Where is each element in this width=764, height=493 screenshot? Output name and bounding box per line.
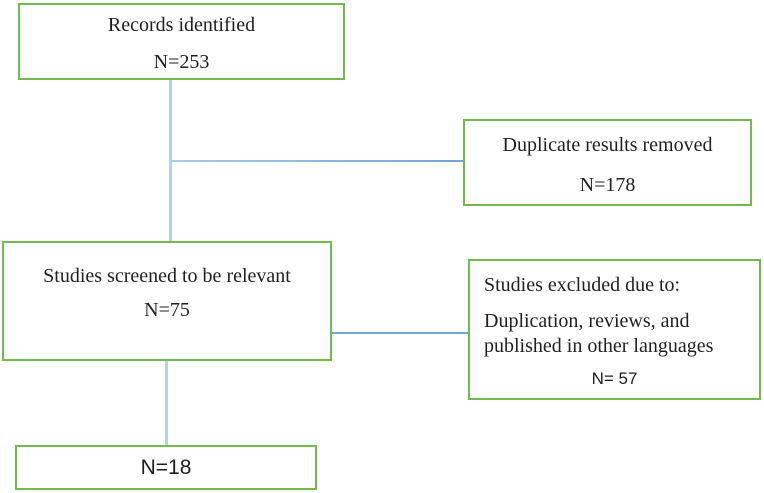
connector-records-to-screened — [169, 80, 172, 242]
duplicates-title: Duplicate results removed — [502, 134, 713, 156]
excluded-reason: Duplication, reviews, and published in o… — [484, 310, 714, 357]
excluded-count: N= 57 — [591, 369, 638, 388]
box-studies-screened: Studies screened to be relevant N=75 — [2, 241, 332, 361]
screened-count: N=75 — [144, 299, 190, 321]
records-title: Records identified — [107, 14, 256, 36]
connector-to-duplicates-removed — [171, 160, 463, 162]
box-records-identified: Records identified N=253 — [18, 3, 345, 80]
box-included-count: N=18 — [15, 445, 317, 490]
duplicates-count: N=178 — [579, 174, 636, 196]
excluded-title: Studies excluded due to: — [484, 274, 681, 296]
included-count: N=18 — [140, 455, 192, 479]
records-count: N=253 — [153, 51, 210, 73]
box-duplicates-removed: Duplicate results removed N=178 — [463, 119, 752, 206]
screened-title: Studies screened to be relevant — [43, 265, 291, 287]
box-studies-excluded: Studies excluded due to: Duplication, re… — [468, 259, 761, 400]
connector-to-studies-excluded — [332, 332, 468, 334]
connector-screened-to-included — [165, 361, 168, 445]
